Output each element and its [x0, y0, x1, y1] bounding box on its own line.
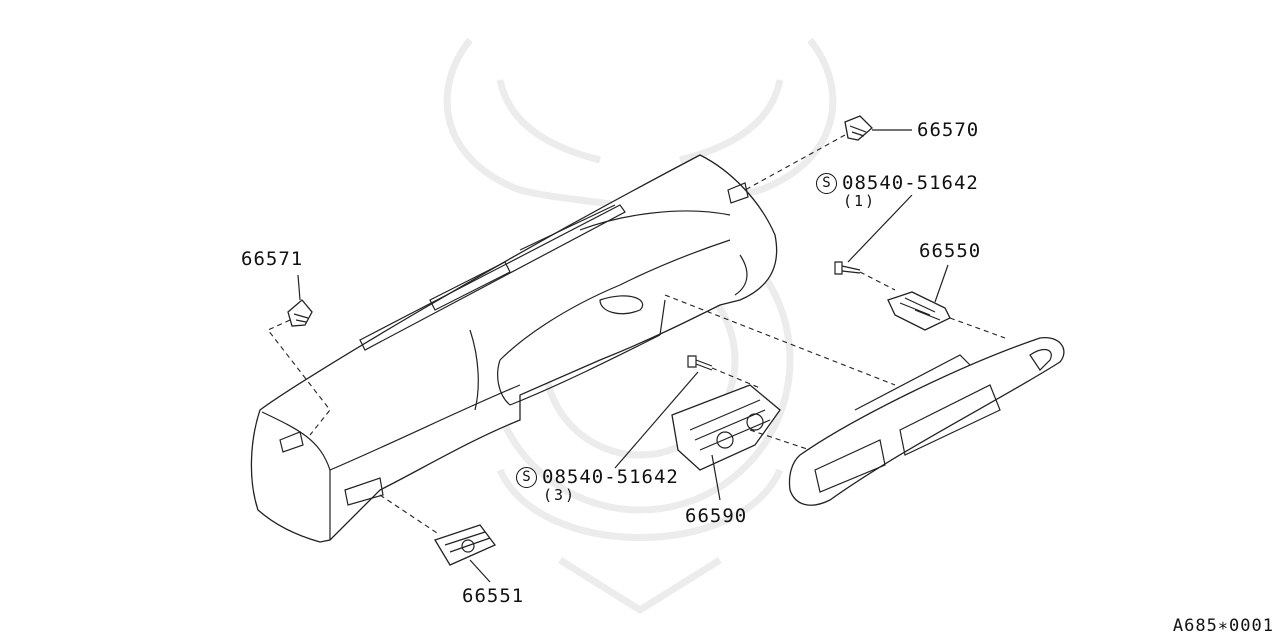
vent-66551	[434, 524, 497, 566]
screw-part-number-lower: 08540-51642	[542, 466, 679, 488]
screw-quantity-lower: (3)	[543, 486, 577, 504]
dashboard-panel	[250, 154, 778, 543]
cluster-bezel	[788, 337, 1065, 506]
part-number-66551: 66551	[462, 585, 525, 607]
standard-part-symbol: S	[816, 173, 837, 194]
screw-part-number-upper: 08540-51642	[842, 172, 979, 194]
part-number-66571: 66571	[241, 248, 304, 270]
assembly-lines	[267, 134, 1006, 536]
part-number-66550: 66550	[919, 240, 982, 262]
clip-66570	[844, 115, 873, 141]
screw-upper	[834, 261, 861, 275]
clip-66571	[287, 299, 313, 327]
diagram-code: A685∗0001	[1172, 616, 1274, 636]
screw-lower	[687, 355, 713, 371]
part-number-66590: 66590	[685, 505, 748, 527]
vent-66590	[671, 384, 781, 471]
screw-quantity-upper: (1)	[843, 192, 877, 210]
standard-part-symbol: S	[516, 467, 537, 488]
leader-lines	[297, 129, 949, 583]
part-number-66570: 66570	[917, 119, 980, 141]
vent-66550	[887, 291, 951, 331]
